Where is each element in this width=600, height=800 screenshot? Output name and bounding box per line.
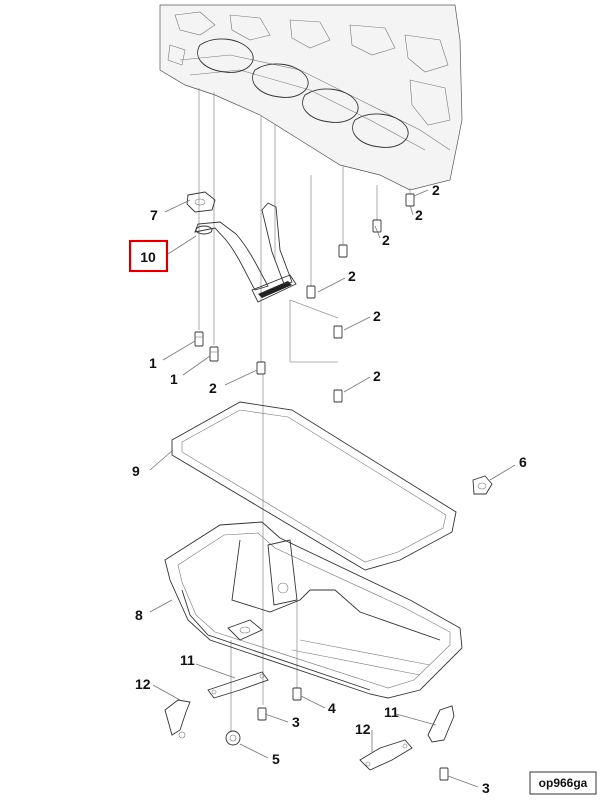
bracket-11-left: [207, 671, 269, 699]
bolt-3b: [439, 767, 449, 781]
callout-11b: 11: [384, 704, 399, 720]
callout-9: 9: [132, 463, 140, 479]
bracket-12-right: [359, 739, 413, 771]
bolt-2-row4: [306, 285, 316, 299]
callout-2a: 2: [432, 182, 440, 198]
callout-8: 8: [135, 607, 143, 623]
leader-lines: [149, 189, 516, 788]
bolt-1b: [209, 346, 219, 362]
bracket-11-right: [427, 705, 455, 743]
plug-5: [225, 730, 241, 746]
bolts: [194, 193, 493, 781]
alignment-axes: [198, 88, 411, 735]
bolt-4: [292, 687, 302, 701]
callout-3a: 3: [292, 714, 300, 730]
bolt-1a: [194, 331, 204, 347]
callout-10: 10: [140, 249, 156, 265]
figure-code: op966ga: [539, 776, 588, 790]
callout-2g: 2: [209, 380, 217, 396]
callout-7: 7: [150, 207, 158, 223]
callout-labels: 7 10 2 2 2 2 2 2 2 1 1 6 9 8 11 12 4 3 5…: [132, 182, 527, 796]
callout-12b: 12: [355, 721, 371, 737]
callout-1b: 1: [170, 371, 178, 387]
engine-block: [159, 4, 463, 191]
callout-11a: 11: [180, 652, 195, 668]
plug-6: [472, 475, 493, 495]
bolt-3a: [257, 707, 267, 721]
callout-2d: 2: [348, 268, 356, 284]
part-7-gasket: [186, 191, 216, 213]
callout-2c: 2: [382, 232, 390, 248]
callout-2f: 2: [373, 368, 381, 384]
part-10-suction-tube: [194, 202, 297, 303]
bracket-12-left: [164, 699, 191, 739]
part-9-pan-gasket: [171, 401, 457, 571]
bolt-2-lower-left: [256, 361, 266, 375]
bolt-2-row2: [372, 219, 382, 233]
callout-5: 5: [272, 751, 280, 767]
bolt-2-row6: [333, 389, 343, 403]
callout-12a: 12: [135, 676, 151, 692]
highlight-box-10: [128, 239, 169, 273]
callout-4: 4: [328, 700, 336, 716]
callout-2b: 2: [415, 207, 423, 223]
figure-code-box: op966ga: [529, 771, 597, 795]
bolt-2-row5: [333, 325, 343, 339]
part-8-oil-pan: [164, 521, 463, 699]
callout-2e: 2: [373, 308, 381, 324]
bolt-2-row1: [405, 193, 415, 207]
callout-3b: 3: [482, 780, 490, 796]
callout-1a: 1: [149, 355, 157, 371]
callout-6: 6: [519, 454, 527, 470]
bolt-2-row3: [338, 244, 348, 258]
